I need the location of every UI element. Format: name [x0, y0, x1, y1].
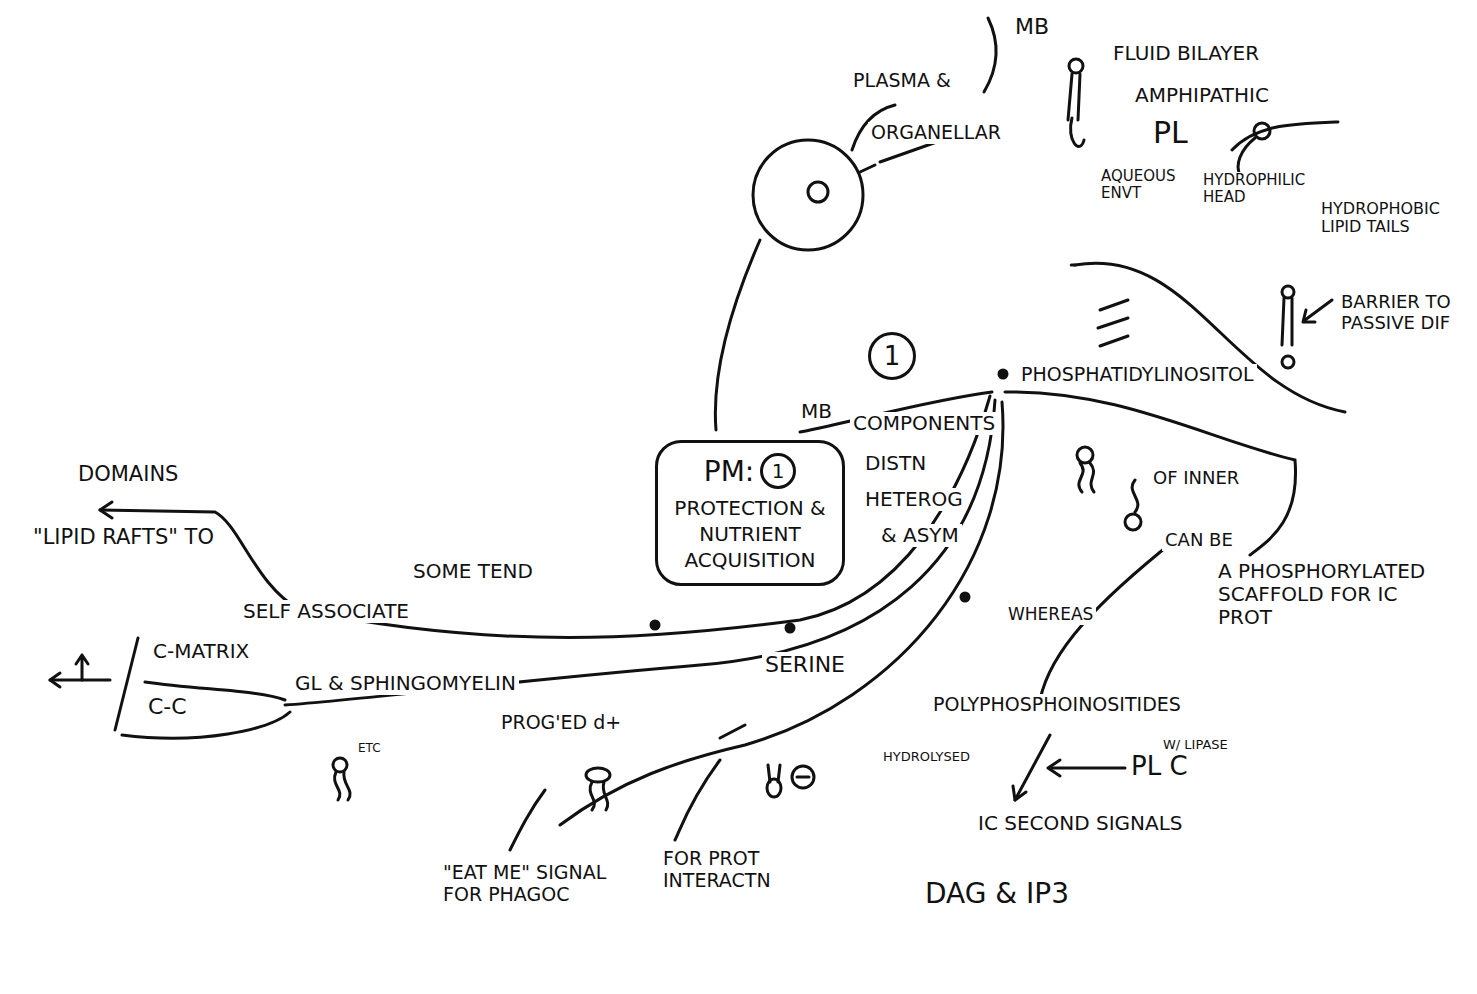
- note-label: FLUID BILAYER: [1110, 42, 1262, 65]
- note-label: "LIPID RAFTS" TO: [30, 525, 217, 549]
- organelle-outline: [808, 182, 828, 202]
- arrow-line: [1050, 767, 1125, 770]
- bracket: [984, 18, 996, 92]
- note-label: HYDROLYSED: [880, 750, 973, 765]
- phospholipid-symbol: [1282, 286, 1294, 368]
- bracket: [115, 638, 138, 730]
- callout-number: 1: [884, 341, 901, 371]
- note-label: POLYPHOSPHOINOSITIDES: [930, 694, 1184, 716]
- note-label: SERINE: [762, 652, 848, 677]
- note-label: WHEREAS: [1005, 605, 1096, 625]
- note-label: AMPHIPATHIC: [1132, 84, 1272, 107]
- phospholipid-symbol: [1077, 447, 1094, 492]
- note-label: PHOSPHATIDYLINOSITOL: [1018, 364, 1257, 386]
- process-box: PM:1PROTECTION & NUTRIENT ACQUISITION: [655, 440, 845, 586]
- note-label: & ASYM: [878, 524, 962, 547]
- branch-line: [715, 240, 760, 430]
- note-label: C-C: [145, 694, 190, 719]
- arrow-head: [1048, 760, 1060, 776]
- arrow-head: [1303, 310, 1315, 322]
- branch-line: [560, 402, 1003, 825]
- dot: [786, 624, 794, 632]
- note-label: CAN BE: [1162, 530, 1236, 551]
- note-label: ORGANELLAR: [868, 122, 1004, 144]
- leader-line: [1238, 138, 1255, 175]
- note-label: BARRIER TO PASSIVE DIF: [1338, 292, 1459, 333]
- phospholipid-symbol: [586, 768, 610, 810]
- dot: [651, 621, 659, 629]
- note-label: HYDROPHOBIC LIPID TAILS: [1318, 200, 1449, 237]
- dot: [999, 370, 1007, 378]
- leader-line: [860, 165, 875, 172]
- phospholipid-symbol: [333, 758, 350, 800]
- cell-outline: [753, 140, 863, 250]
- box-heading: PM:: [704, 455, 754, 488]
- arrow-line: [1305, 300, 1332, 320]
- note-label: ETC: [355, 742, 384, 756]
- minus-dash: [720, 725, 745, 738]
- note-label: OF INNER: [1150, 468, 1242, 489]
- dot: [961, 593, 969, 601]
- box-body: PROTECTION & NUTRIENT ACQUISITION: [670, 495, 830, 573]
- note-label: PLASMA &: [850, 70, 954, 92]
- note-label: A PHOSPHORYLATED SCAFFOLD FOR IC PROT: [1215, 560, 1456, 629]
- note-label: DISTN: [862, 452, 929, 475]
- scribble: [1098, 300, 1128, 346]
- note-label: GL & SPHINGOMYELIN: [292, 672, 519, 695]
- note-label: MB: [1012, 14, 1052, 39]
- note-label: HETEROG: [862, 488, 966, 511]
- phospholipid-symbol: [1068, 59, 1084, 146]
- arrow-head: [50, 673, 60, 687]
- note-label: C-MATRIX: [150, 640, 252, 663]
- arrow-line: [1015, 735, 1050, 800]
- note-label: IC SECOND SIGNALS: [975, 812, 1186, 835]
- dot: [1071, 264, 1075, 267]
- arrow-head: [76, 655, 88, 680]
- note-label: SOME TEND: [410, 560, 536, 583]
- note-label: PL: [1150, 116, 1191, 151]
- heading-row: PM:1: [670, 453, 830, 489]
- note-label: COMPONENTS: [850, 412, 998, 435]
- note-label: HYDROPHILIC HEAD: [1200, 172, 1336, 207]
- note-label: SELF ASSOCIATE: [240, 600, 412, 623]
- branch-line: [1005, 392, 1296, 555]
- arrow-head: [100, 502, 112, 518]
- note-label: PROG'ED d+: [498, 712, 624, 734]
- branch-line: [1075, 263, 1345, 412]
- leader-line: [510, 790, 545, 850]
- note-label: DAG & IP3: [922, 878, 1072, 910]
- note-label: DOMAINS: [75, 462, 181, 486]
- note-label: FOR PROT INTERACTN: [660, 848, 826, 892]
- branch-line: [675, 760, 720, 840]
- arrow-head: [1013, 786, 1026, 800]
- note-label: AQUEOUS ENVT: [1098, 168, 1199, 203]
- double-arrow: [50, 679, 110, 682]
- lipid-head: [1254, 123, 1270, 139]
- callout-number: 1: [760, 453, 796, 489]
- note-label: MB: [798, 400, 835, 423]
- phospholipid-symbol: [767, 765, 814, 797]
- callout-circle: 1: [868, 332, 916, 380]
- phospholipid-symbol: [1125, 480, 1141, 530]
- note-label: PL C: [1128, 752, 1191, 782]
- note-label: W/ LIPASE: [1160, 738, 1231, 753]
- branch-line: [285, 400, 995, 705]
- note-label: "EAT ME" SIGNAL FOR PHAGOC: [440, 862, 636, 906]
